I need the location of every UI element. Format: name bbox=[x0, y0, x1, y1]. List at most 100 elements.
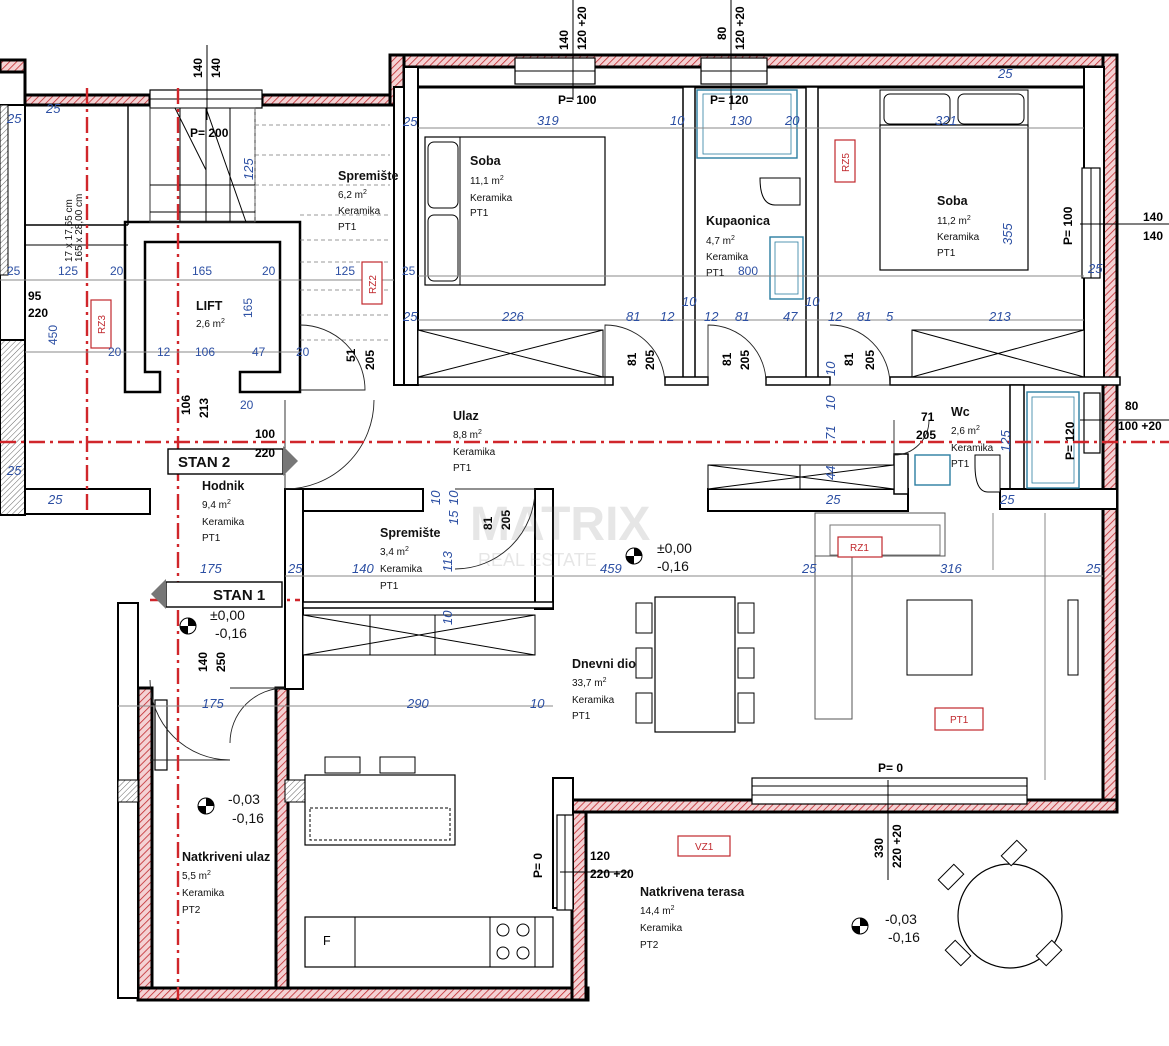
svg-text:220 +20: 220 +20 bbox=[590, 867, 634, 881]
svg-text:20: 20 bbox=[240, 398, 254, 412]
svg-text:205: 205 bbox=[499, 510, 513, 530]
svg-text:20: 20 bbox=[262, 264, 276, 278]
svg-text:80: 80 bbox=[715, 26, 729, 40]
svg-text:-0,16: -0,16 bbox=[232, 810, 264, 826]
svg-text:P= 100: P= 100 bbox=[1061, 206, 1075, 245]
svg-text:25: 25 bbox=[997, 66, 1013, 81]
svg-text:8,8 m2: 8,8 m2 bbox=[453, 429, 482, 441]
svg-text:120 +20: 120 +20 bbox=[733, 6, 747, 50]
room-labels: Soba 11,1 m2 Keramika PT1 Kupaonica 4,7 … bbox=[182, 154, 994, 951]
svg-text:PT1: PT1 bbox=[572, 711, 591, 722]
svg-text:P= 0: P= 0 bbox=[878, 761, 903, 775]
svg-text:25: 25 bbox=[402, 264, 416, 278]
svg-text:140: 140 bbox=[196, 652, 210, 672]
svg-text:PT1: PT1 bbox=[470, 208, 489, 219]
svg-text:Keramika: Keramika bbox=[640, 923, 683, 934]
svg-text:290: 290 bbox=[406, 696, 429, 711]
svg-text:15: 15 bbox=[446, 510, 461, 525]
svg-text:2,6 m2: 2,6 m2 bbox=[196, 318, 225, 330]
svg-text:12: 12 bbox=[828, 309, 843, 324]
svg-text:10: 10 bbox=[428, 490, 443, 505]
svg-text:81: 81 bbox=[842, 352, 856, 366]
svg-text:10: 10 bbox=[805, 294, 820, 309]
interior-walls bbox=[0, 65, 1121, 999]
svg-text:12: 12 bbox=[157, 345, 171, 359]
svg-text:25: 25 bbox=[6, 111, 22, 126]
svg-text:106: 106 bbox=[179, 395, 193, 415]
svg-text:P= 100: P= 100 bbox=[558, 93, 597, 107]
svg-text:25: 25 bbox=[801, 561, 817, 576]
svg-text:205: 205 bbox=[863, 350, 877, 370]
svg-text:25: 25 bbox=[1085, 561, 1101, 576]
svg-text:81: 81 bbox=[720, 352, 734, 366]
svg-text:51: 51 bbox=[344, 348, 358, 362]
svg-text:25: 25 bbox=[45, 101, 61, 116]
svg-text:10: 10 bbox=[440, 610, 455, 625]
room-spremiste-2: Spremište 3,4 m2 Keramika PT1 bbox=[380, 526, 440, 592]
level-markers: ±0,00 -0,16 ±0,00 -0,16 -0,03 -0,16 -0,0… bbox=[179, 540, 920, 945]
unit-stan1: STAN 1 bbox=[213, 587, 265, 604]
svg-text:10: 10 bbox=[446, 490, 461, 505]
svg-text:Keramika: Keramika bbox=[937, 232, 980, 243]
doors bbox=[149, 324, 930, 761]
svg-text:106: 106 bbox=[195, 345, 215, 359]
svg-text:25: 25 bbox=[1087, 261, 1103, 276]
svg-text:20: 20 bbox=[784, 113, 800, 128]
svg-text:3,4 m2: 3,4 m2 bbox=[380, 546, 409, 558]
svg-text:10: 10 bbox=[823, 361, 838, 376]
svg-text:205: 205 bbox=[643, 350, 657, 370]
svg-text:10: 10 bbox=[682, 294, 697, 309]
svg-text:120: 120 bbox=[590, 849, 610, 863]
svg-text:Spremište: Spremište bbox=[338, 169, 398, 183]
svg-text:140: 140 bbox=[352, 561, 374, 576]
level-marker: ±0,00 -0,16 bbox=[179, 607, 247, 641]
svg-text:Keramika: Keramika bbox=[380, 564, 423, 575]
red-tags: RZ5 RZ2 RZ3 RZ1 PT1 VZ1 bbox=[90, 139, 984, 857]
level-marker: -0,03 -0,16 bbox=[197, 791, 264, 826]
watermark: MATRIX REAL ESTATE bbox=[470, 498, 650, 570]
tag-rz1: RZ1 bbox=[850, 543, 869, 554]
svg-text:220 +20: 220 +20 bbox=[890, 824, 904, 868]
svg-text:140: 140 bbox=[209, 58, 223, 78]
svg-text:PT1: PT1 bbox=[453, 463, 472, 474]
svg-text:25: 25 bbox=[287, 561, 303, 576]
svg-text:130: 130 bbox=[730, 113, 752, 128]
svg-text:-0,16: -0,16 bbox=[215, 625, 247, 641]
svg-text:25: 25 bbox=[7, 264, 21, 278]
svg-text:Spremište: Spremište bbox=[380, 526, 440, 540]
svg-text:PT2: PT2 bbox=[640, 940, 659, 951]
svg-text:125: 125 bbox=[998, 430, 1013, 452]
svg-text:Hodnik: Hodnik bbox=[202, 479, 244, 493]
svg-text:100 +20: 100 +20 bbox=[1118, 419, 1162, 433]
svg-text:PT1: PT1 bbox=[706, 268, 725, 279]
room-spremiste-1: Spremište 6,2 m2 Keramika PT1 bbox=[338, 169, 398, 233]
svg-text:44: 44 bbox=[823, 466, 838, 480]
svg-text:-0,03: -0,03 bbox=[228, 791, 260, 807]
svg-text:47: 47 bbox=[783, 309, 798, 324]
svg-text:140: 140 bbox=[1143, 229, 1163, 243]
stair-note: 17 x 17,65 cm bbox=[64, 199, 75, 262]
svg-text:Natkriveni ulaz: Natkriveni ulaz bbox=[182, 850, 270, 864]
svg-text:PT1: PT1 bbox=[338, 222, 357, 233]
tag-rz5: RZ5 bbox=[841, 153, 852, 172]
svg-text:71: 71 bbox=[921, 410, 935, 424]
svg-text:205: 205 bbox=[916, 428, 936, 442]
svg-text:PT1: PT1 bbox=[937, 248, 956, 259]
fridge-label: F bbox=[323, 934, 331, 948]
svg-text:PT2: PT2 bbox=[182, 905, 201, 916]
svg-text:LIFT: LIFT bbox=[196, 299, 223, 313]
svg-text:Keramika: Keramika bbox=[706, 252, 749, 263]
svg-text:20: 20 bbox=[108, 345, 122, 359]
svg-text:5,5 m2: 5,5 m2 bbox=[182, 870, 211, 882]
svg-text:PT1: PT1 bbox=[202, 533, 221, 544]
dimension-lines bbox=[0, 0, 1169, 880]
svg-text:-0,03: -0,03 bbox=[885, 911, 917, 927]
svg-text:319: 319 bbox=[537, 113, 559, 128]
svg-text:120 +20: 120 +20 bbox=[575, 6, 589, 50]
dimension-texts: 319 10 130 20 321 25 25 25 125 25 125 20… bbox=[6, 66, 1103, 711]
svg-text:5: 5 bbox=[886, 309, 894, 324]
svg-text:220: 220 bbox=[28, 306, 48, 320]
svg-text:330: 330 bbox=[872, 838, 886, 858]
svg-text:11,1 m2: 11,1 m2 bbox=[470, 175, 504, 187]
svg-text:Keramika: Keramika bbox=[182, 888, 225, 899]
